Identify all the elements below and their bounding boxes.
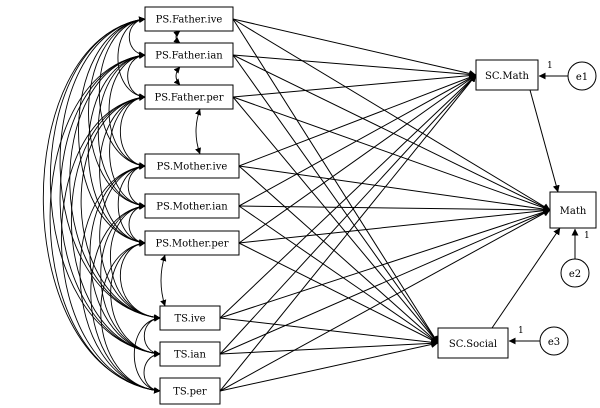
error-label: e3	[548, 337, 560, 348]
node-label: Math	[560, 206, 587, 217]
node-label: TS.ive	[174, 314, 205, 325]
path-ts-ian-to-sc-math	[219, 74, 477, 355]
covariance-arcs	[42, 16, 201, 394]
covariance-ps-father-ian-ps-mother-per	[87, 52, 146, 246]
covariance-ps-father-ian-ts-ian	[59, 52, 161, 357]
node-ps-father-per: PS.Father.per	[144, 84, 234, 110]
path-ps-father-per-to-math	[232, 96, 551, 212]
regression-paths	[219, 18, 561, 392]
path-ps-mother-ive-to-sc-social	[238, 165, 439, 344]
node-ps-mother-ive: PS.Mother.ive	[144, 153, 240, 179]
node-math: Math	[549, 191, 597, 229]
covariance-ps-father-ive-ts-per	[42, 16, 161, 394]
covariance-ps-father-ian-ts-ive	[69, 52, 161, 321]
covariance-ps-father-ive-ps-father-per	[117, 16, 146, 100]
node-ts-per: TS.per	[159, 377, 221, 405]
path-ts-per-to-math	[219, 209, 551, 392]
path-ps-father-ian-to-sc-social	[232, 54, 439, 344]
covariance-ps-father-per-ts-per	[60, 94, 161, 394]
path-ts-per-to-sc-math	[219, 74, 477, 392]
node-ps-father-ian: PS.Father.ian	[144, 42, 234, 68]
covariance-ps-mother-per-ts-per	[100, 240, 161, 394]
covariance-short-ps-father-per	[195, 108, 201, 155]
path-ps-father-per-to-sc-math	[232, 72, 477, 98]
node-label: PS.Father.ian	[155, 51, 223, 62]
covariance-short-ps-father-ian	[173, 66, 181, 86]
path-ps-father-per-to-sc-social	[232, 96, 439, 344]
covariance-short-ps-father-ive	[173, 30, 181, 44]
covariance-ps-father-per-ps-mother-per	[99, 94, 146, 246]
path-label-e3: 1	[518, 326, 524, 336]
path-ps-mother-per-to-math	[238, 207, 551, 244]
path-ts-ive-to-sc-math	[219, 74, 477, 319]
path-ts-per-to-sc-social	[219, 341, 439, 392]
node-sc-math: SC.Math	[475, 59, 539, 91]
node-sc-social: SC.Social	[437, 327, 509, 359]
node-label: PS.Mother.ian	[156, 202, 228, 213]
node-label: TS.per	[173, 387, 207, 398]
covariance-ps-mother-ive-ts-ian	[89, 163, 161, 357]
covariance-ps-father-ive-ts-ive	[59, 16, 161, 321]
node-ps-father-ive: PS.Father.ive	[144, 6, 234, 32]
error-e3: e3	[539, 326, 569, 356]
path-ps-father-ive-to-sc-math	[232, 18, 477, 77]
node-ts-ian: TS.ian	[159, 341, 221, 367]
path-ps-father-ive-to-sc-social	[232, 18, 439, 344]
covariance-ps-father-per-ps-mother-ian	[109, 94, 146, 209]
node-label: PS.Mother.per	[156, 239, 229, 250]
path-ps-mother-per-to-sc-social	[238, 242, 439, 344]
node-label: PS.Mother.ive	[157, 162, 228, 173]
node-label: PS.Father.ive	[156, 15, 223, 26]
path-ts-ian-to-sc-social	[219, 339, 439, 355]
node-ps-mother-ian: PS.Mother.ian	[144, 193, 240, 219]
path-ps-mother-ive-to-sc-math	[238, 74, 477, 167]
error-label: e1	[576, 72, 588, 83]
path-ps-father-ian-to-sc-math	[232, 54, 477, 78]
path-ps-father-ian-to-math	[232, 54, 551, 211]
path-ps-mother-ian-to-sc-social	[238, 205, 439, 344]
error-label: e2	[569, 269, 581, 280]
path-ts-ive-to-math	[219, 208, 551, 319]
node-label: TS.ian	[174, 350, 207, 361]
node-ps-mother-per: PS.Mother.per	[144, 230, 240, 256]
node-label: PS.Father.per	[155, 93, 224, 104]
path-ps-mother-per-to-sc-math	[238, 74, 477, 244]
covariance-ps-father-per-ts-ian	[71, 94, 161, 357]
covariance-ps-mother-ive-ts-per	[79, 163, 161, 394]
node-label: SC.Math	[485, 71, 530, 82]
path-ts-ive-to-sc-social	[219, 317, 439, 346]
covariance-short-ps-mother-per	[160, 254, 167, 307]
covariance-ps-mother-ive-ps-mother-per	[117, 163, 146, 246]
covariance-ts-ian-ts-per	[143, 351, 161, 394]
covariance-ps-father-ian-ps-mother-ive	[108, 52, 146, 169]
path-ps-mother-ian-to-sc-math	[238, 74, 477, 207]
node-label: SC.Social	[449, 339, 497, 350]
path-ps-mother-ive-to-math	[238, 165, 551, 213]
error-e1: e1	[567, 61, 597, 91]
node-ts-ive: TS.ive	[159, 305, 221, 331]
path-sc-social-to-math	[491, 227, 561, 329]
path-sc-math-to-math	[529, 89, 560, 193]
covariance-ps-father-ive-ps-mother-per	[78, 16, 146, 246]
covariance-ps-father-per-ps-mother-ive	[119, 94, 146, 169]
path-label-e1: 1	[547, 61, 553, 71]
path-label-e2: 1	[584, 231, 590, 241]
covariance-ps-father-ive-ps-mother-ian	[88, 16, 146, 209]
path-ts-ian-to-math	[219, 209, 551, 355]
covariance-ps-father-per-ts-ive	[80, 94, 161, 321]
path-ps-father-ive-to-math	[232, 18, 551, 211]
error-e2: e2	[560, 258, 590, 288]
